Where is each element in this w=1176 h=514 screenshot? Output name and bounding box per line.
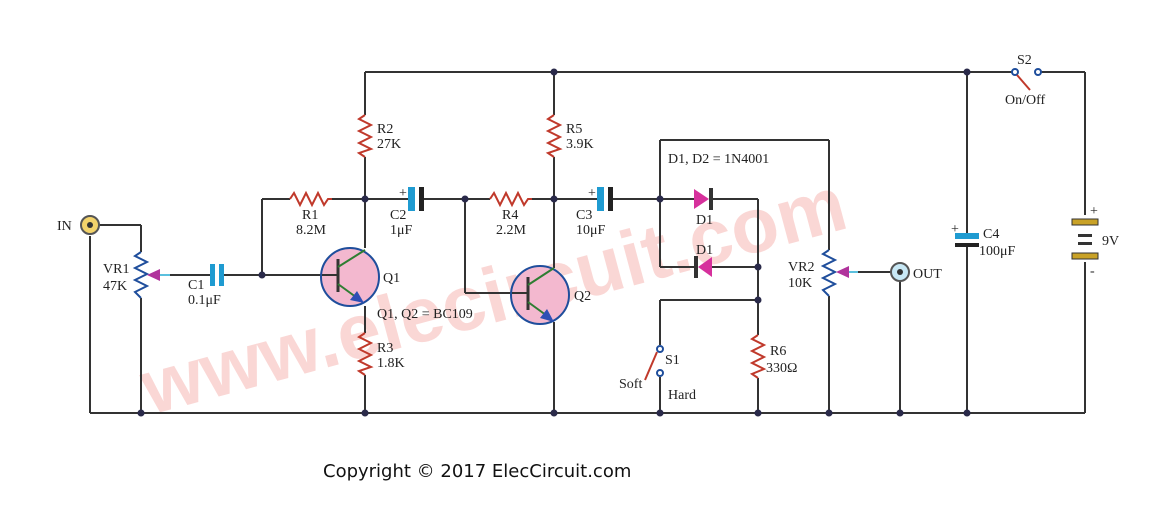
input-label: IN xyxy=(57,219,72,234)
r1-name: R1 xyxy=(302,208,318,223)
output-label: OUT xyxy=(913,267,942,282)
r6-name: R6 xyxy=(770,344,786,359)
vr1-potentiometer xyxy=(132,251,170,299)
s2-onoff-label: On/Off xyxy=(1005,93,1046,108)
r2-name: R2 xyxy=(377,122,393,137)
c1-value: 0.1μF xyxy=(188,293,221,308)
d1a-name: D1 xyxy=(696,213,713,228)
q1-name: Q1 xyxy=(383,271,400,286)
r1-value: 8.2M xyxy=(296,223,327,238)
c4-plus: + xyxy=(951,222,959,237)
s1-switch xyxy=(644,345,664,381)
r5-resistor xyxy=(545,114,563,158)
q2-name: Q2 xyxy=(574,289,591,304)
c2-value: 1μF xyxy=(390,223,413,238)
s1-hard-label: Hard xyxy=(668,388,696,403)
r1-resistor xyxy=(289,190,332,208)
r4-name: R4 xyxy=(502,208,518,223)
junction-dots xyxy=(137,68,971,417)
r3-value: 1.8K xyxy=(377,356,405,371)
c4-capacitor xyxy=(955,233,979,247)
c2-plus: + xyxy=(399,186,407,201)
battery-minus: - xyxy=(1090,264,1095,279)
r5-name: R5 xyxy=(566,122,582,137)
c1-capacitor xyxy=(210,264,224,286)
r2-resistor xyxy=(356,114,374,158)
q1-transistor xyxy=(320,247,380,307)
c3-capacitor xyxy=(597,187,613,211)
wires xyxy=(89,71,1086,414)
vr2-name: VR2 xyxy=(788,260,814,275)
copyright-text: Copyright © 2017 ElecCircuit.com xyxy=(323,461,631,482)
diode-note: D1, D2 = 1N4001 xyxy=(668,152,769,167)
input-jack xyxy=(80,215,100,235)
d1-diode-lower xyxy=(694,256,712,278)
s1-soft-label: Soft xyxy=(619,377,642,392)
r2-value: 27K xyxy=(377,137,401,152)
c3-value: 10μF xyxy=(576,223,606,238)
vr2-potentiometer xyxy=(820,249,858,297)
r4-resistor xyxy=(489,190,532,208)
output-jack xyxy=(890,262,910,282)
battery-value: 9V xyxy=(1102,234,1119,249)
r4-value: 2.2M xyxy=(496,223,527,238)
r3-name: R3 xyxy=(377,341,393,356)
s1-name: S1 xyxy=(665,353,680,368)
c4-name: C4 xyxy=(983,227,999,242)
q-note: Q1, Q2 = BC109 xyxy=(377,307,473,322)
r6-value: 330Ω xyxy=(766,361,797,376)
vr1-name: VR1 xyxy=(103,262,129,277)
r6-resistor xyxy=(749,334,767,379)
s2-switch xyxy=(1011,68,1042,91)
vr2-value: 10K xyxy=(788,276,812,291)
vr1-value: 47K xyxy=(103,279,127,294)
c3-plus: + xyxy=(588,186,596,201)
battery-plus: + xyxy=(1090,204,1098,219)
s2-name: S2 xyxy=(1017,53,1032,68)
c2-capacitor xyxy=(408,187,424,211)
d1-diode-upper xyxy=(694,188,713,210)
r3-resistor xyxy=(356,332,374,376)
r5-value: 3.9K xyxy=(566,137,594,152)
c1-name: C1 xyxy=(188,278,204,293)
q2-transistor xyxy=(510,265,570,325)
c4-value: 100μF xyxy=(979,244,1016,259)
c2-name: C2 xyxy=(390,208,406,223)
d1b-name: D1 xyxy=(696,243,713,258)
battery-9v xyxy=(1071,218,1099,260)
c3-name: C3 xyxy=(576,208,592,223)
